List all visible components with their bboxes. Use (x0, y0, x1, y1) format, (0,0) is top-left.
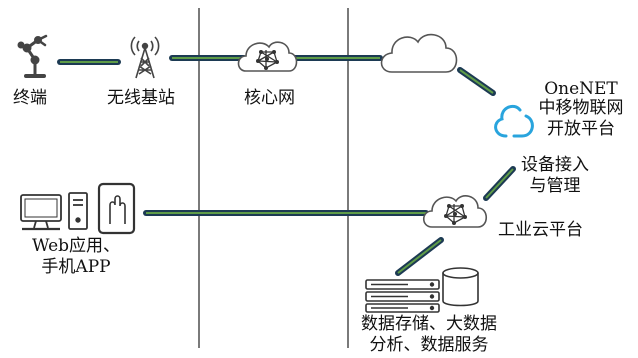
data-services-line1: 数据存储、大数据 (361, 314, 497, 334)
device-access-line1: 设备接入 (521, 155, 589, 175)
onenet-name: OneNET (544, 79, 618, 99)
cloud-icon (380, 33, 458, 73)
data-services-line2: 分析、数据服务 (369, 335, 489, 355)
link-internet-onenet (457, 67, 496, 96)
link-device-access-industrial-cloud (483, 166, 516, 201)
base-station-label: 无线基站 (107, 88, 175, 108)
onenet-line2: 开放平台 (547, 119, 615, 139)
core-network-label: 核心网 (244, 88, 295, 108)
robot-arm-icon (17, 34, 48, 78)
network-cloud-icon (237, 41, 298, 72)
blue-cloud-icon (494, 104, 534, 138)
onenet-line1: 中移物联网 (538, 98, 624, 118)
server-and-database-icon (365, 267, 479, 313)
computer-and-tablet-icon (20, 182, 136, 235)
network-cloud-icon (422, 195, 488, 228)
web-app-line2: 手机APP (41, 257, 111, 277)
industrial-cloud-label: 工业云平台 (498, 220, 583, 240)
device-access-line2: 与管理 (529, 176, 581, 196)
terminal-label: 终端 (13, 88, 47, 108)
link-industrial-cloud-data (395, 237, 444, 276)
web-app-line1: Web应用、 (31, 236, 121, 256)
radio-tower-icon (130, 36, 160, 79)
